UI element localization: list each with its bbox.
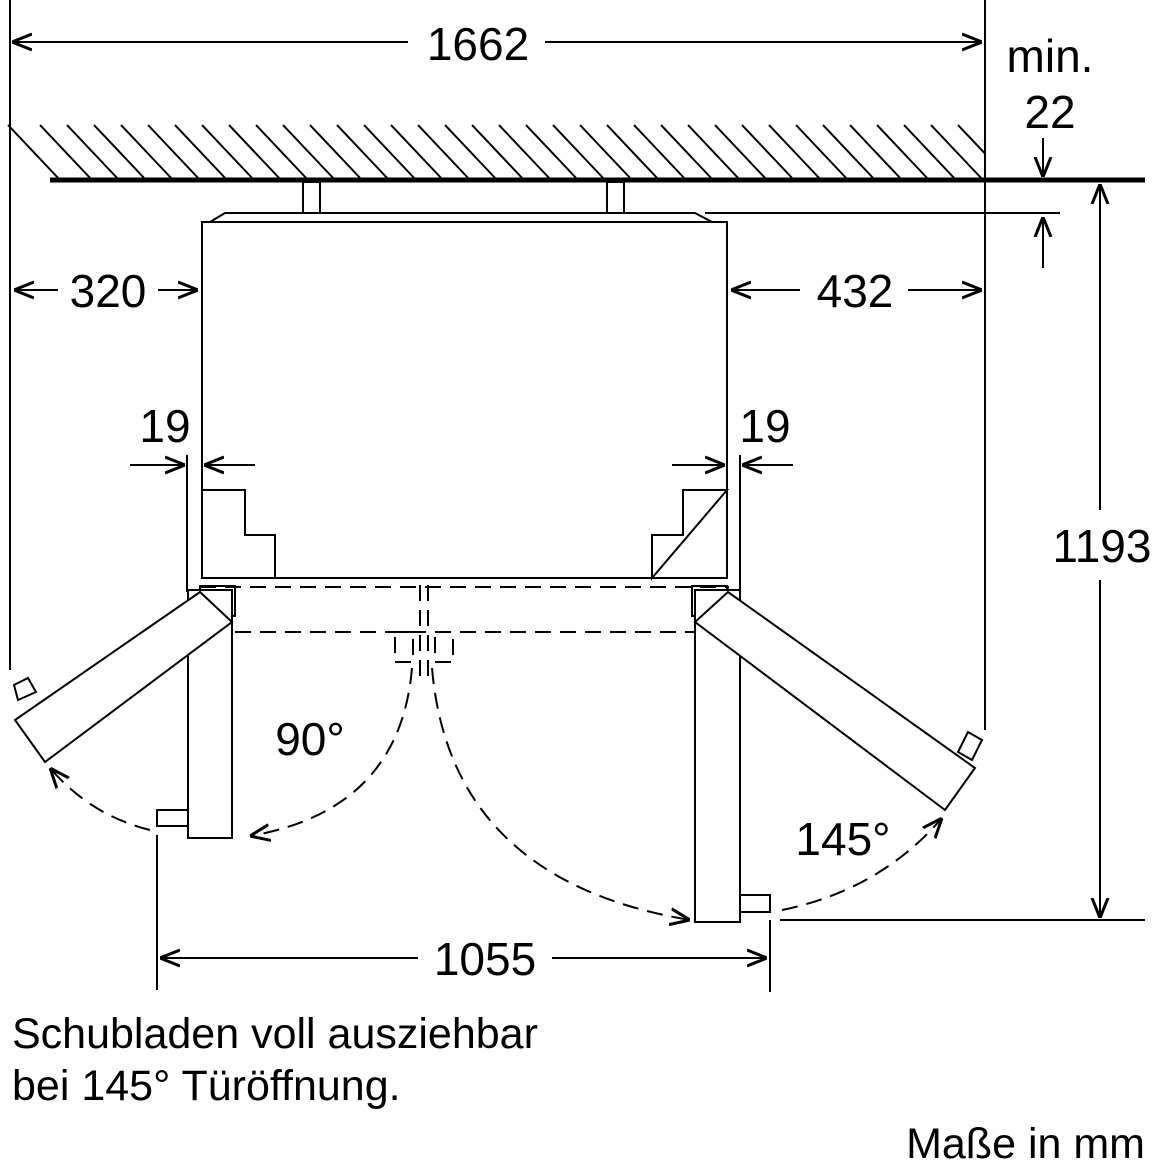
closed-doors-outline bbox=[199, 585, 729, 680]
hatch-line bbox=[498, 124, 552, 181]
depth-label: 1193 bbox=[1053, 520, 1152, 572]
hatch-line bbox=[633, 124, 687, 181]
right-gap-label: 19 bbox=[739, 400, 790, 452]
hatch-line bbox=[66, 124, 120, 181]
door-swing-arcs bbox=[50, 667, 942, 920]
hatch-line bbox=[417, 124, 471, 181]
angle-145-label: 145° bbox=[795, 813, 890, 865]
hatch-line bbox=[444, 124, 498, 181]
hatch-line bbox=[390, 124, 444, 181]
left-clearance-label: 320 bbox=[70, 265, 147, 317]
total-width-label: 1662 bbox=[427, 18, 529, 70]
hatch-line bbox=[255, 124, 309, 181]
hatch-line bbox=[714, 124, 768, 181]
hatch-line bbox=[147, 124, 201, 181]
dimension-total-width: 1662 bbox=[12, 18, 982, 70]
units-note: Maße in mm bbox=[906, 1120, 1145, 1168]
min-label: min. bbox=[1007, 30, 1094, 82]
dimension-left-clearance: 320 bbox=[14, 265, 198, 317]
dimension-right-clearance: 432 bbox=[731, 265, 982, 317]
hatch-line bbox=[282, 124, 336, 181]
wall-hatching bbox=[39, 124, 986, 181]
hatch-line bbox=[579, 124, 633, 181]
hatch-line bbox=[39, 124, 93, 181]
dimension-right-gap: 19 bbox=[672, 400, 793, 592]
hatch-line bbox=[174, 124, 228, 181]
dimension-depth: 1193 bbox=[780, 184, 1152, 921]
min-gap-label: 22 bbox=[1024, 86, 1075, 138]
hatch-line bbox=[336, 124, 390, 181]
hatch-line bbox=[903, 124, 957, 181]
hatch-line bbox=[822, 124, 876, 181]
hatch-line bbox=[552, 124, 606, 181]
hatch-line bbox=[768, 124, 822, 181]
hatch-line bbox=[876, 124, 930, 181]
hatch-line bbox=[525, 124, 579, 181]
left-door-145 bbox=[12, 590, 234, 764]
door-span-label: 1055 bbox=[434, 933, 536, 985]
hatch-line bbox=[471, 124, 525, 181]
hatch-line bbox=[201, 124, 255, 181]
hatch-line bbox=[606, 124, 660, 181]
dimension-left-gap: 19 bbox=[130, 400, 255, 592]
note-line-2: bei 145° Türöffnung. bbox=[12, 1062, 401, 1110]
right-door-145 bbox=[693, 590, 984, 812]
right-clearance-label: 432 bbox=[817, 265, 894, 317]
hatch-line bbox=[228, 124, 282, 181]
left-gap-label: 19 bbox=[139, 400, 190, 452]
fridge-body bbox=[201, 181, 730, 581]
hatch-line bbox=[309, 124, 363, 181]
dimension-min-gap: min. 22 bbox=[705, 30, 1093, 268]
hatch-line bbox=[741, 124, 795, 181]
hatch-line bbox=[660, 124, 714, 181]
angle-90-label: 90° bbox=[275, 713, 345, 765]
hatch-line bbox=[93, 124, 147, 181]
hatch-line bbox=[930, 124, 984, 181]
note-line-1: Schubladen voll ausziehbar bbox=[12, 1010, 538, 1058]
hatch-line bbox=[120, 124, 174, 181]
hatch-line bbox=[795, 124, 849, 181]
hatch-line bbox=[687, 124, 741, 181]
hatch-line bbox=[849, 124, 903, 181]
dimension-door-span: 1055 bbox=[156, 835, 771, 992]
hatch-line bbox=[363, 124, 417, 181]
hatch-line bbox=[957, 124, 986, 155]
